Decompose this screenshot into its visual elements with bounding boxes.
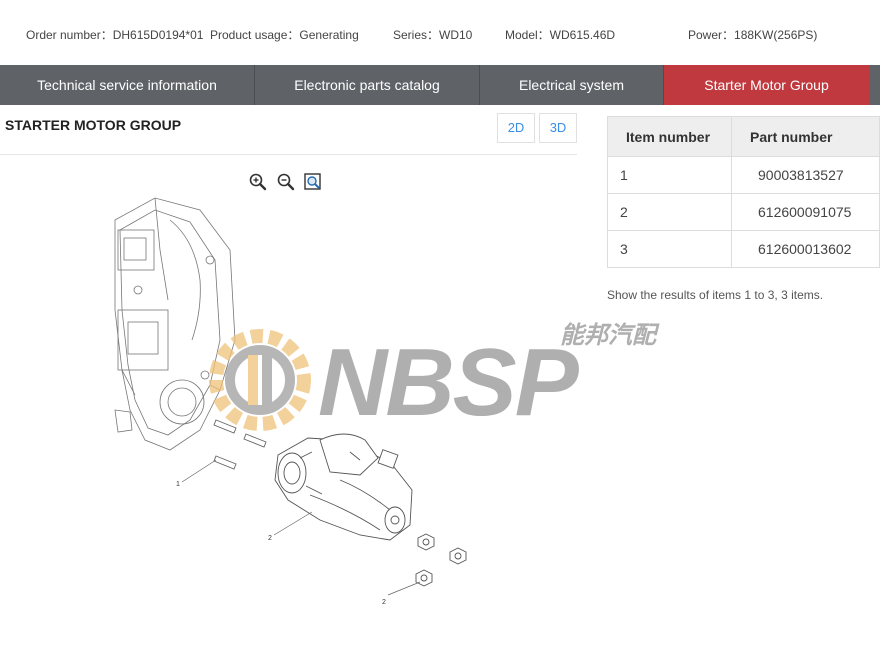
stud-bolts-drawing [213,419,267,470]
parts-diagram: 1 2 2 [114,197,467,606]
product-usage: Product usage：Generating [210,28,359,42]
fit-view-icon[interactable] [303,172,323,192]
part-number-cell: 612600013602 [731,230,880,268]
flywheel-housing-drawing [114,197,236,451]
table-row[interactable]: 2 612600091075 [607,193,880,231]
nuts-drawing [415,533,467,587]
power: Power：188KW(256PS) [688,28,818,42]
header-part-number: Part number [731,116,880,157]
item-number-cell: 3 [607,230,732,268]
starter-motor-drawing [274,433,413,541]
section-title: STARTER MOTOR GROUP [5,117,182,133]
order-info-bar: Order number：DH615D0194*01 Product usage… [0,0,880,65]
tab-technical-service[interactable]: Technical service information [0,65,255,105]
leader-lines [181,459,421,596]
table-row[interactable]: 1 90003813527 [607,156,880,194]
table-row[interactable]: 3 612600013602 [607,230,880,268]
section-header: STARTER MOTOR GROUP 2D 3D [0,105,577,155]
series: Series：WD10 [393,28,473,42]
results-summary: Show the results of items 1 to 3, 3 item… [607,288,824,302]
watermark-cn-text: 能邦汽配 [560,321,660,349]
table-header-row: Item number Part number [607,116,880,157]
tab-electrical-system[interactable]: Electrical system [480,65,664,105]
parts-table: Item number Part number 1 90003813527 2 … [607,116,880,268]
header-item-number: Item number [607,116,732,157]
item-number-cell: 1 [607,156,732,194]
part-number-cell: 612600091075 [731,193,880,231]
model: Model：WD615.46D [505,28,616,42]
item-number-cell: 2 [607,193,732,231]
callout-label-2: 2 [268,535,272,542]
view-3d-button[interactable]: 3D [539,113,577,143]
main-nav: Technical service information Electronic… [0,65,880,105]
tab-starter-motor-group[interactable]: Starter Motor Group [664,65,869,105]
part-number-cell: 90003813527 [731,156,880,194]
callout-label-1: 1 [176,481,180,488]
zoom-in-icon[interactable] [248,172,268,192]
zoom-out-icon[interactable] [276,172,296,192]
view-2d-button[interactable]: 2D [497,113,535,143]
order-number: Order number：DH615D0194*01 [26,28,204,42]
tab-electronic-parts-catalog[interactable]: Electronic parts catalog [255,65,480,105]
callout-label-3: 2 [382,599,386,606]
